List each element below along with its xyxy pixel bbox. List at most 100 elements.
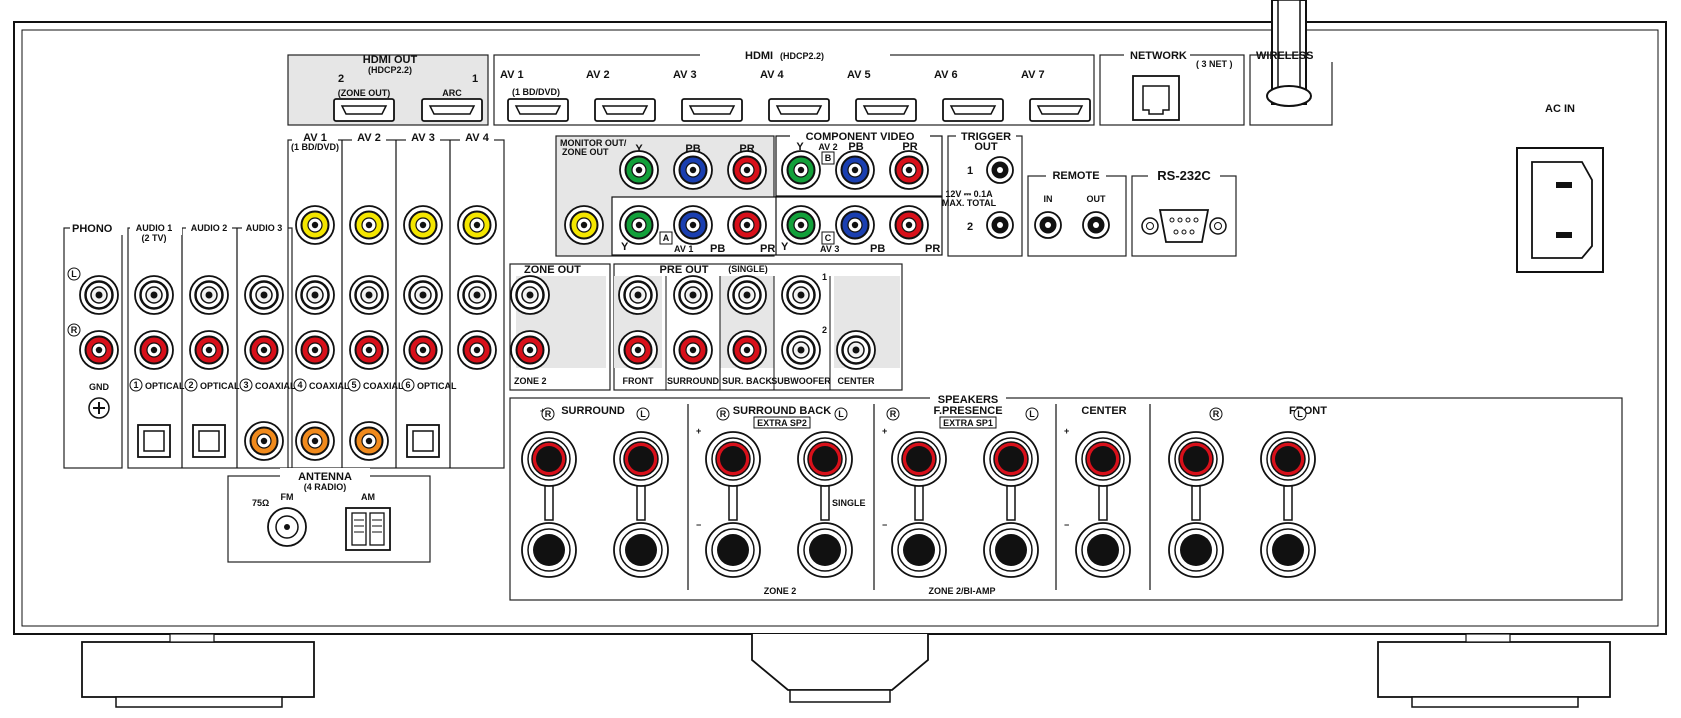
hdmi-av7-port[interactable] <box>1029 98 1091 122</box>
hdmi-av3-port[interactable] <box>681 98 743 122</box>
rs232c-port[interactable] <box>1141 209 1227 243</box>
pre-front-l-jack[interactable] <box>617 274 659 316</box>
av1-l-jack[interactable] <box>294 274 336 316</box>
sp-surback-r-plus[interactable] <box>705 431 761 487</box>
trigger-1-jack[interactable] <box>986 156 1014 184</box>
coaxial-4-jack[interactable] <box>295 421 335 461</box>
zone-out-title: ZONE OUT <box>524 264 581 276</box>
sp-surback-r-minus[interactable] <box>705 522 761 578</box>
av3-l-jack[interactable] <box>402 274 444 316</box>
hdmi-av5-port[interactable] <box>855 98 917 122</box>
remote-out-label: OUT <box>1087 194 1107 204</box>
comp-av2-label: AV 2 <box>818 142 837 152</box>
audio3-label: AUDIO 3 <box>246 223 283 233</box>
av2-r-jack[interactable] <box>349 330 389 370</box>
pre-surround-l-jack[interactable] <box>672 274 714 316</box>
sp-fpresence-r-plus[interactable] <box>891 431 947 487</box>
hdmi-out-1-port[interactable] <box>421 98 483 122</box>
zone-out-r-jack[interactable] <box>510 330 550 370</box>
av4-r-jack[interactable] <box>457 330 497 370</box>
hdmi-av4-label: AV 4 <box>760 69 785 81</box>
sp-center-minus[interactable] <box>1075 522 1131 578</box>
audio1-l-jack[interactable] <box>133 274 175 316</box>
trigger-section: TRIGGER OUT 1 12V ⎓ 0.1A MAX. TOTAL 2 <box>942 129 1023 257</box>
av1-r-jack[interactable] <box>295 330 335 370</box>
av2-comp-pb-jack[interactable] <box>835 150 875 190</box>
pre-surback-l-jack[interactable] <box>726 274 768 316</box>
optical-6-jack[interactable] <box>406 424 440 458</box>
am-antenna-terminal[interactable] <box>345 507 391 551</box>
av3-r-jack[interactable] <box>403 330 443 370</box>
av1-video-jack[interactable] <box>295 205 335 245</box>
av3-video-jack[interactable] <box>403 205 443 245</box>
pre-subwoofer-2-jack[interactable] <box>780 329 822 371</box>
ethernet-port[interactable] <box>1132 75 1180 121</box>
sp-surround-l-minus[interactable] <box>613 522 669 578</box>
sp-fpresence-l-minus[interactable] <box>983 522 1039 578</box>
sp-front-l-minus[interactable] <box>1260 522 1316 578</box>
av2-comp-y-jack[interactable] <box>781 150 821 190</box>
phono-section: PHONO L R GND <box>63 221 126 469</box>
pre-surback-r-jack[interactable] <box>727 330 767 370</box>
phono-l-jack[interactable] <box>78 274 120 316</box>
sp-surback-l-plus[interactable] <box>797 431 853 487</box>
av4-video-jack[interactable] <box>457 205 497 245</box>
audio2-l-jack[interactable] <box>188 274 230 316</box>
av3-label: AV 3 <box>411 132 435 144</box>
antenna-ohm-label: 75Ω <box>252 498 269 508</box>
hdmi-av2-port[interactable] <box>594 98 656 122</box>
hdmi-av1-port[interactable] <box>507 98 569 122</box>
coaxial-5-jack[interactable] <box>349 421 389 461</box>
ac-inlet[interactable] <box>1516 147 1604 273</box>
fm-antenna-jack[interactable] <box>267 507 307 547</box>
av2-l-jack[interactable] <box>348 274 390 316</box>
hdmi-out-2-port[interactable] <box>333 98 395 122</box>
antenna-sub: (4 RADIO) <box>304 482 347 492</box>
audio3-l-jack[interactable] <box>243 274 285 316</box>
av1-comp-pb-jack[interactable] <box>673 205 713 245</box>
audio3-r-jack[interactable] <box>244 330 284 370</box>
sp-front-r-plus[interactable] <box>1168 431 1224 487</box>
av3-comp-pr-jack[interactable] <box>889 205 929 245</box>
sp-center-plus[interactable] <box>1075 431 1131 487</box>
monitor-pb-jack[interactable] <box>673 150 713 190</box>
av3-comp-pb-jack[interactable] <box>835 205 875 245</box>
digital-num-3: 3 <box>243 380 248 390</box>
remote-in-jack[interactable] <box>1034 211 1062 239</box>
sp-fpresence-l-plus[interactable] <box>983 431 1039 487</box>
av2-comp-pr-jack[interactable] <box>889 150 929 190</box>
pre-subwoofer-1-jack[interactable] <box>780 274 822 316</box>
audio2-r-jack[interactable] <box>189 330 229 370</box>
hdmi-av6-port[interactable] <box>942 98 1004 122</box>
monitor-video-jack[interactable] <box>564 205 604 245</box>
av4-l-jack[interactable] <box>456 274 498 316</box>
av3-comp-y-jack[interactable] <box>781 205 821 245</box>
av2-video-jack[interactable] <box>349 205 389 245</box>
sp-surround-r-minus[interactable] <box>521 522 577 578</box>
remote-out-jack[interactable] <box>1082 211 1110 239</box>
phono-r-jack[interactable] <box>79 330 119 370</box>
pre-front-r-jack[interactable] <box>618 330 658 370</box>
optical-2-jack[interactable] <box>192 424 226 458</box>
sp-fpresence-r-minus[interactable] <box>891 522 947 578</box>
av1-comp-y-jack[interactable] <box>619 205 659 245</box>
gnd-terminal[interactable] <box>88 397 110 419</box>
sp-surround-r-plus[interactable] <box>521 431 577 487</box>
sp-front-l-plus[interactable] <box>1260 431 1316 487</box>
sp-front-r-minus[interactable] <box>1168 522 1224 578</box>
av1-comp-pr-jack[interactable] <box>727 205 767 245</box>
trigger-2-jack[interactable] <box>986 211 1014 239</box>
monitor-pr-jack[interactable] <box>727 150 767 190</box>
zone-out-l-jack[interactable] <box>509 274 551 316</box>
sp-surround-l-plus[interactable] <box>613 431 669 487</box>
pre-center-jack[interactable] <box>835 329 877 371</box>
sp-surback-l-minus[interactable] <box>797 522 853 578</box>
coaxial-3-jack[interactable] <box>244 421 284 461</box>
hdmi-av4-port[interactable] <box>768 98 830 122</box>
pre-surround-r-jack[interactable] <box>673 330 713 370</box>
sp-sb-r-mark: R <box>720 409 727 419</box>
audio1-r-jack[interactable] <box>134 330 174 370</box>
optical-1-jack[interactable] <box>137 424 171 458</box>
monitor-y-jack[interactable] <box>619 150 659 190</box>
hdmi-in-section: HDMI (HDCP2.2) AV 1 (1 BD/DVD) AV 2 AV 3… <box>493 48 1095 126</box>
